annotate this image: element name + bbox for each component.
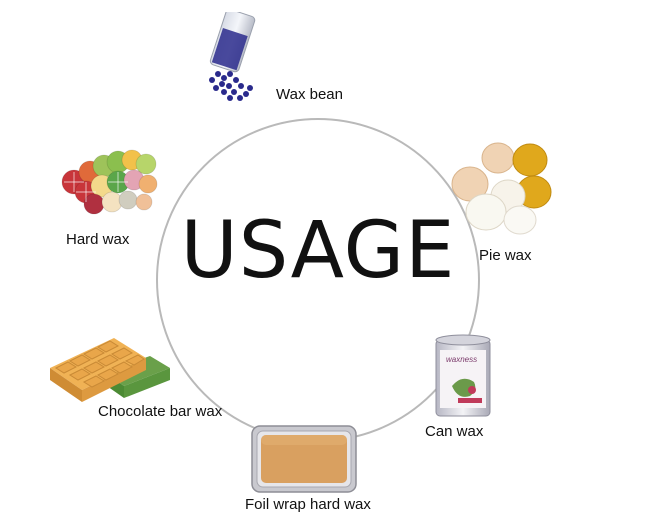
pie-wax-image (448, 140, 558, 236)
center-circle (156, 118, 480, 442)
wax-bean-image (196, 12, 268, 104)
chocolate-bar-wax-image (48, 330, 172, 404)
foil-wrap-hard-wax-image (250, 424, 358, 494)
chocolate-bar-wax-label: Chocolate bar wax (98, 403, 223, 420)
hard-wax-label: Hard wax (66, 231, 130, 248)
can-brand-text: waxness (446, 355, 478, 364)
foil-wrap-hard-wax-label: Foil wrap hard wax (245, 496, 371, 513)
hard-wax-image (56, 146, 164, 220)
pie-wax-label: Pie wax (479, 247, 532, 264)
can-wax-label: Can wax (425, 423, 484, 440)
can-wax-image (432, 334, 494, 418)
center-title: USAGE (180, 206, 456, 296)
wax-bean-label: Wax bean (276, 86, 343, 103)
